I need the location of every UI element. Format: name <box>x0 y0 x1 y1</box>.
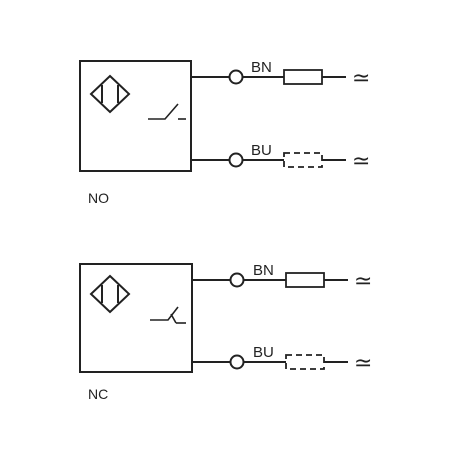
circuit-no <box>79 60 346 172</box>
circuit-nc <box>79 263 348 373</box>
load-resistor-icon <box>285 272 325 288</box>
normally-open-contact-icon <box>148 103 186 120</box>
inductive-sensor-symbol-icon <box>89 74 131 114</box>
wire-label-bn: BN <box>251 59 272 76</box>
wire-bn <box>191 69 346 85</box>
circuit-label: NO <box>88 190 109 206</box>
ac-supply-symbol-icon: ≃ <box>352 148 370 173</box>
normally-closed-contact-icon <box>150 306 186 324</box>
wire-bu <box>192 354 348 370</box>
terminal <box>229 272 245 288</box>
wire-label-bn: BN <box>253 262 274 279</box>
load-resistor-icon <box>283 69 323 85</box>
circuit-no-labels: BN BU ≃ ≃ NO <box>88 59 370 206</box>
wire-bn <box>192 272 348 288</box>
circuit-label: NC <box>88 386 108 402</box>
inductive-sensor-symbol-icon <box>89 274 131 314</box>
ac-supply-symbol-icon: ≃ <box>354 268 372 293</box>
circuit-nc-labels: BN BU ≃ ≃ NC <box>88 262 372 402</box>
wire-label-bu: BU <box>251 142 272 159</box>
load-resistor-dashed-icon <box>283 152 323 168</box>
ac-supply-symbol-icon: ≃ <box>352 65 370 90</box>
ac-supply-symbol-icon: ≃ <box>354 350 372 375</box>
terminal <box>229 354 245 370</box>
load-resistor-dashed-icon <box>285 354 325 370</box>
wire-label-bu: BU <box>253 344 274 361</box>
terminal <box>228 69 244 85</box>
sensor-housing <box>79 60 192 172</box>
sensor-housing <box>79 263 193 373</box>
terminal <box>228 152 244 168</box>
wire-bu <box>191 152 346 168</box>
